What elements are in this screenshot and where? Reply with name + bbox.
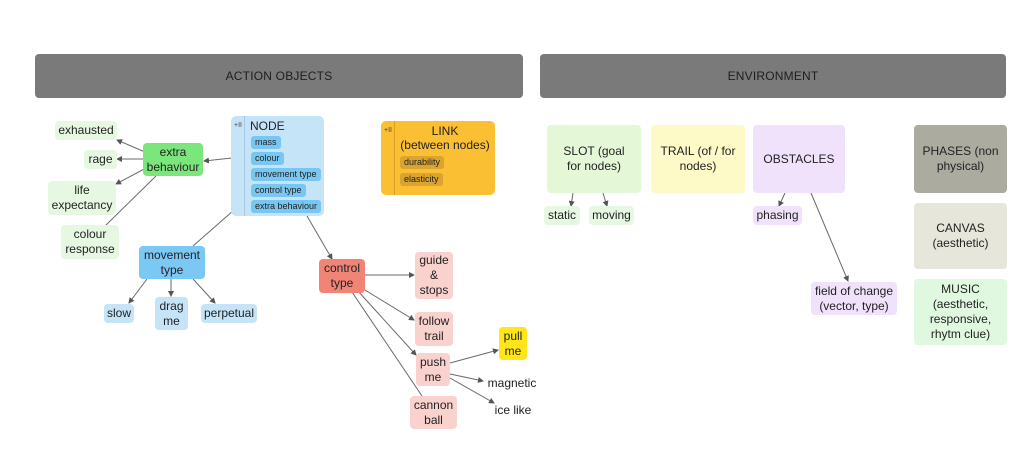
edge-node-control (306, 215, 333, 260)
pull-me-topic[interactable]: pull me (499, 327, 527, 360)
attribute-control-type[interactable]: control type (251, 184, 306, 197)
rage-label: rage (88, 152, 113, 166)
moving-topic[interactable]: moving (589, 206, 634, 225)
attribute-extra-behaviour[interactable]: extra behaviour (251, 200, 322, 213)
trail-topic[interactable]: TRAIL (of / for nodes) (651, 125, 745, 193)
field-of-change-label: field of change (vector, type) (814, 283, 894, 313)
movement-type-topic[interactable]: movement type (139, 246, 205, 279)
link-topic[interactable]: +II LINK (between nodes) durability elas… (381, 121, 495, 195)
follow-trail-topic[interactable]: follow trail (415, 312, 453, 346)
obstacles-label: OBSTACLES (763, 151, 835, 166)
music-label: MUSIC (aesthetic, responsive, rhytm clue… (929, 282, 992, 341)
ice-like-topic[interactable]: ice like (490, 402, 536, 419)
canvas-topic[interactable]: CANVAS (aesthetic) (914, 203, 1007, 269)
slow-label: slow (107, 306, 132, 320)
cannon-ball-topic[interactable]: cannon ball (410, 396, 457, 429)
guide-stops-topic[interactable]: guide & stops (415, 252, 453, 299)
divider (394, 121, 395, 195)
trail-label: TRAIL (of / for nodes) (660, 144, 736, 173)
control-type-label: control type (323, 261, 361, 290)
movement-type-label: movement type (143, 247, 201, 277)
push-me-topic[interactable]: push me (416, 353, 450, 386)
exhausted-label: exhausted (58, 123, 114, 137)
exhausted-topic[interactable]: exhausted (55, 121, 117, 140)
field-of-change-topic[interactable]: field of change (vector, type) (811, 282, 897, 315)
edge-push-pull (449, 348, 499, 364)
edge-control-cannon (351, 291, 423, 397)
edge-slot-moving (602, 192, 609, 207)
edge-extra-exhausted (116, 139, 146, 153)
phasing-topic[interactable]: phasing (753, 206, 802, 225)
attribute-elasticity[interactable]: elasticity (400, 173, 443, 186)
edge-obstacles-field (810, 192, 849, 282)
ice-like-label: ice like (494, 403, 532, 417)
attribute-mass[interactable]: mass (251, 136, 281, 149)
push-me-label: push me (419, 354, 447, 384)
edge-obstacles-phasing (778, 192, 786, 207)
attribute-colour[interactable]: colour (251, 152, 284, 165)
environment-title: ENVIRONMENT (727, 69, 819, 83)
obstacles-topic[interactable]: OBSTACLES (753, 125, 845, 193)
action-objects-title: ACTION OBJECTS (225, 69, 333, 83)
control-type-topic[interactable]: control type (319, 259, 365, 293)
phases-topic[interactable]: PHASES (non physical) (914, 125, 1007, 193)
edge-movement-slow (128, 278, 148, 304)
edge-extra-life (115, 167, 147, 185)
environment-header: ENVIRONMENT (540, 54, 1006, 98)
colour-response-label: colour response (65, 227, 115, 256)
magnetic-label: magnetic (487, 376, 537, 390)
attribute-movement-type[interactable]: movement type (251, 168, 321, 181)
edge-control-push (356, 289, 417, 356)
edge-node-movement (192, 209, 235, 247)
edge-movement-perpetual (192, 278, 216, 304)
divider (244, 116, 245, 216)
node-topic[interactable]: +II NODE mass colour movement type contr… (231, 116, 324, 216)
link-title: LINK (431, 124, 459, 138)
guide-stops-label: guide & stops (419, 253, 449, 297)
edge-push-magnetic (449, 373, 484, 383)
edge-push-ice (449, 377, 495, 404)
slot-label: SLOT (goal for nodes) (563, 144, 625, 173)
phasing-label: phasing (756, 208, 799, 222)
edge-node-extra (203, 157, 233, 164)
magnetic-topic[interactable]: magnetic (484, 375, 540, 392)
music-topic[interactable]: MUSIC (aesthetic, responsive, rhytm clue… (914, 279, 1007, 345)
action-objects-header: ACTION OBJECTS (35, 54, 523, 98)
collapse-toggle-icon[interactable]: +II (234, 122, 242, 129)
extra-behaviour-topic[interactable]: extra behaviour (143, 143, 203, 176)
attribute-durability[interactable]: durability (400, 156, 445, 169)
cannon-ball-label: cannon ball (413, 397, 454, 427)
collapse-toggle-icon[interactable]: +II (384, 127, 392, 134)
perpetual-label: perpetual (203, 306, 255, 320)
moving-label: moving (592, 208, 631, 222)
static-label: static (548, 208, 577, 222)
drag-me-topic[interactable]: drag me (155, 297, 188, 330)
edge-extra-colour (104, 175, 157, 227)
life-expectancy-topic[interactable]: life expectancy (48, 181, 116, 215)
slot-topic[interactable]: SLOT (goal for nodes) (547, 125, 641, 193)
canvas-label: CANVAS (aesthetic) (932, 221, 989, 250)
edge-slot-static (568, 192, 575, 207)
extra-behaviour-label: extra behaviour (146, 144, 200, 174)
static-topic[interactable]: static (544, 206, 580, 225)
perpetual-topic[interactable]: perpetual (201, 304, 257, 323)
node-title: NODE (250, 119, 285, 133)
edge-control-follow (359, 286, 415, 321)
rage-topic[interactable]: rage (84, 150, 117, 169)
phases-label: PHASES (non physical) (922, 144, 999, 173)
drag-me-label: drag me (159, 298, 184, 328)
colour-response-topic[interactable]: colour response (61, 225, 119, 259)
life-expectancy-label: life expectancy (51, 183, 113, 212)
slow-topic[interactable]: slow (104, 304, 134, 323)
link-subtitle: (between nodes) (400, 138, 490, 152)
pull-me-label: pull me (503, 328, 523, 358)
follow-trail-label: follow trail (418, 314, 450, 343)
